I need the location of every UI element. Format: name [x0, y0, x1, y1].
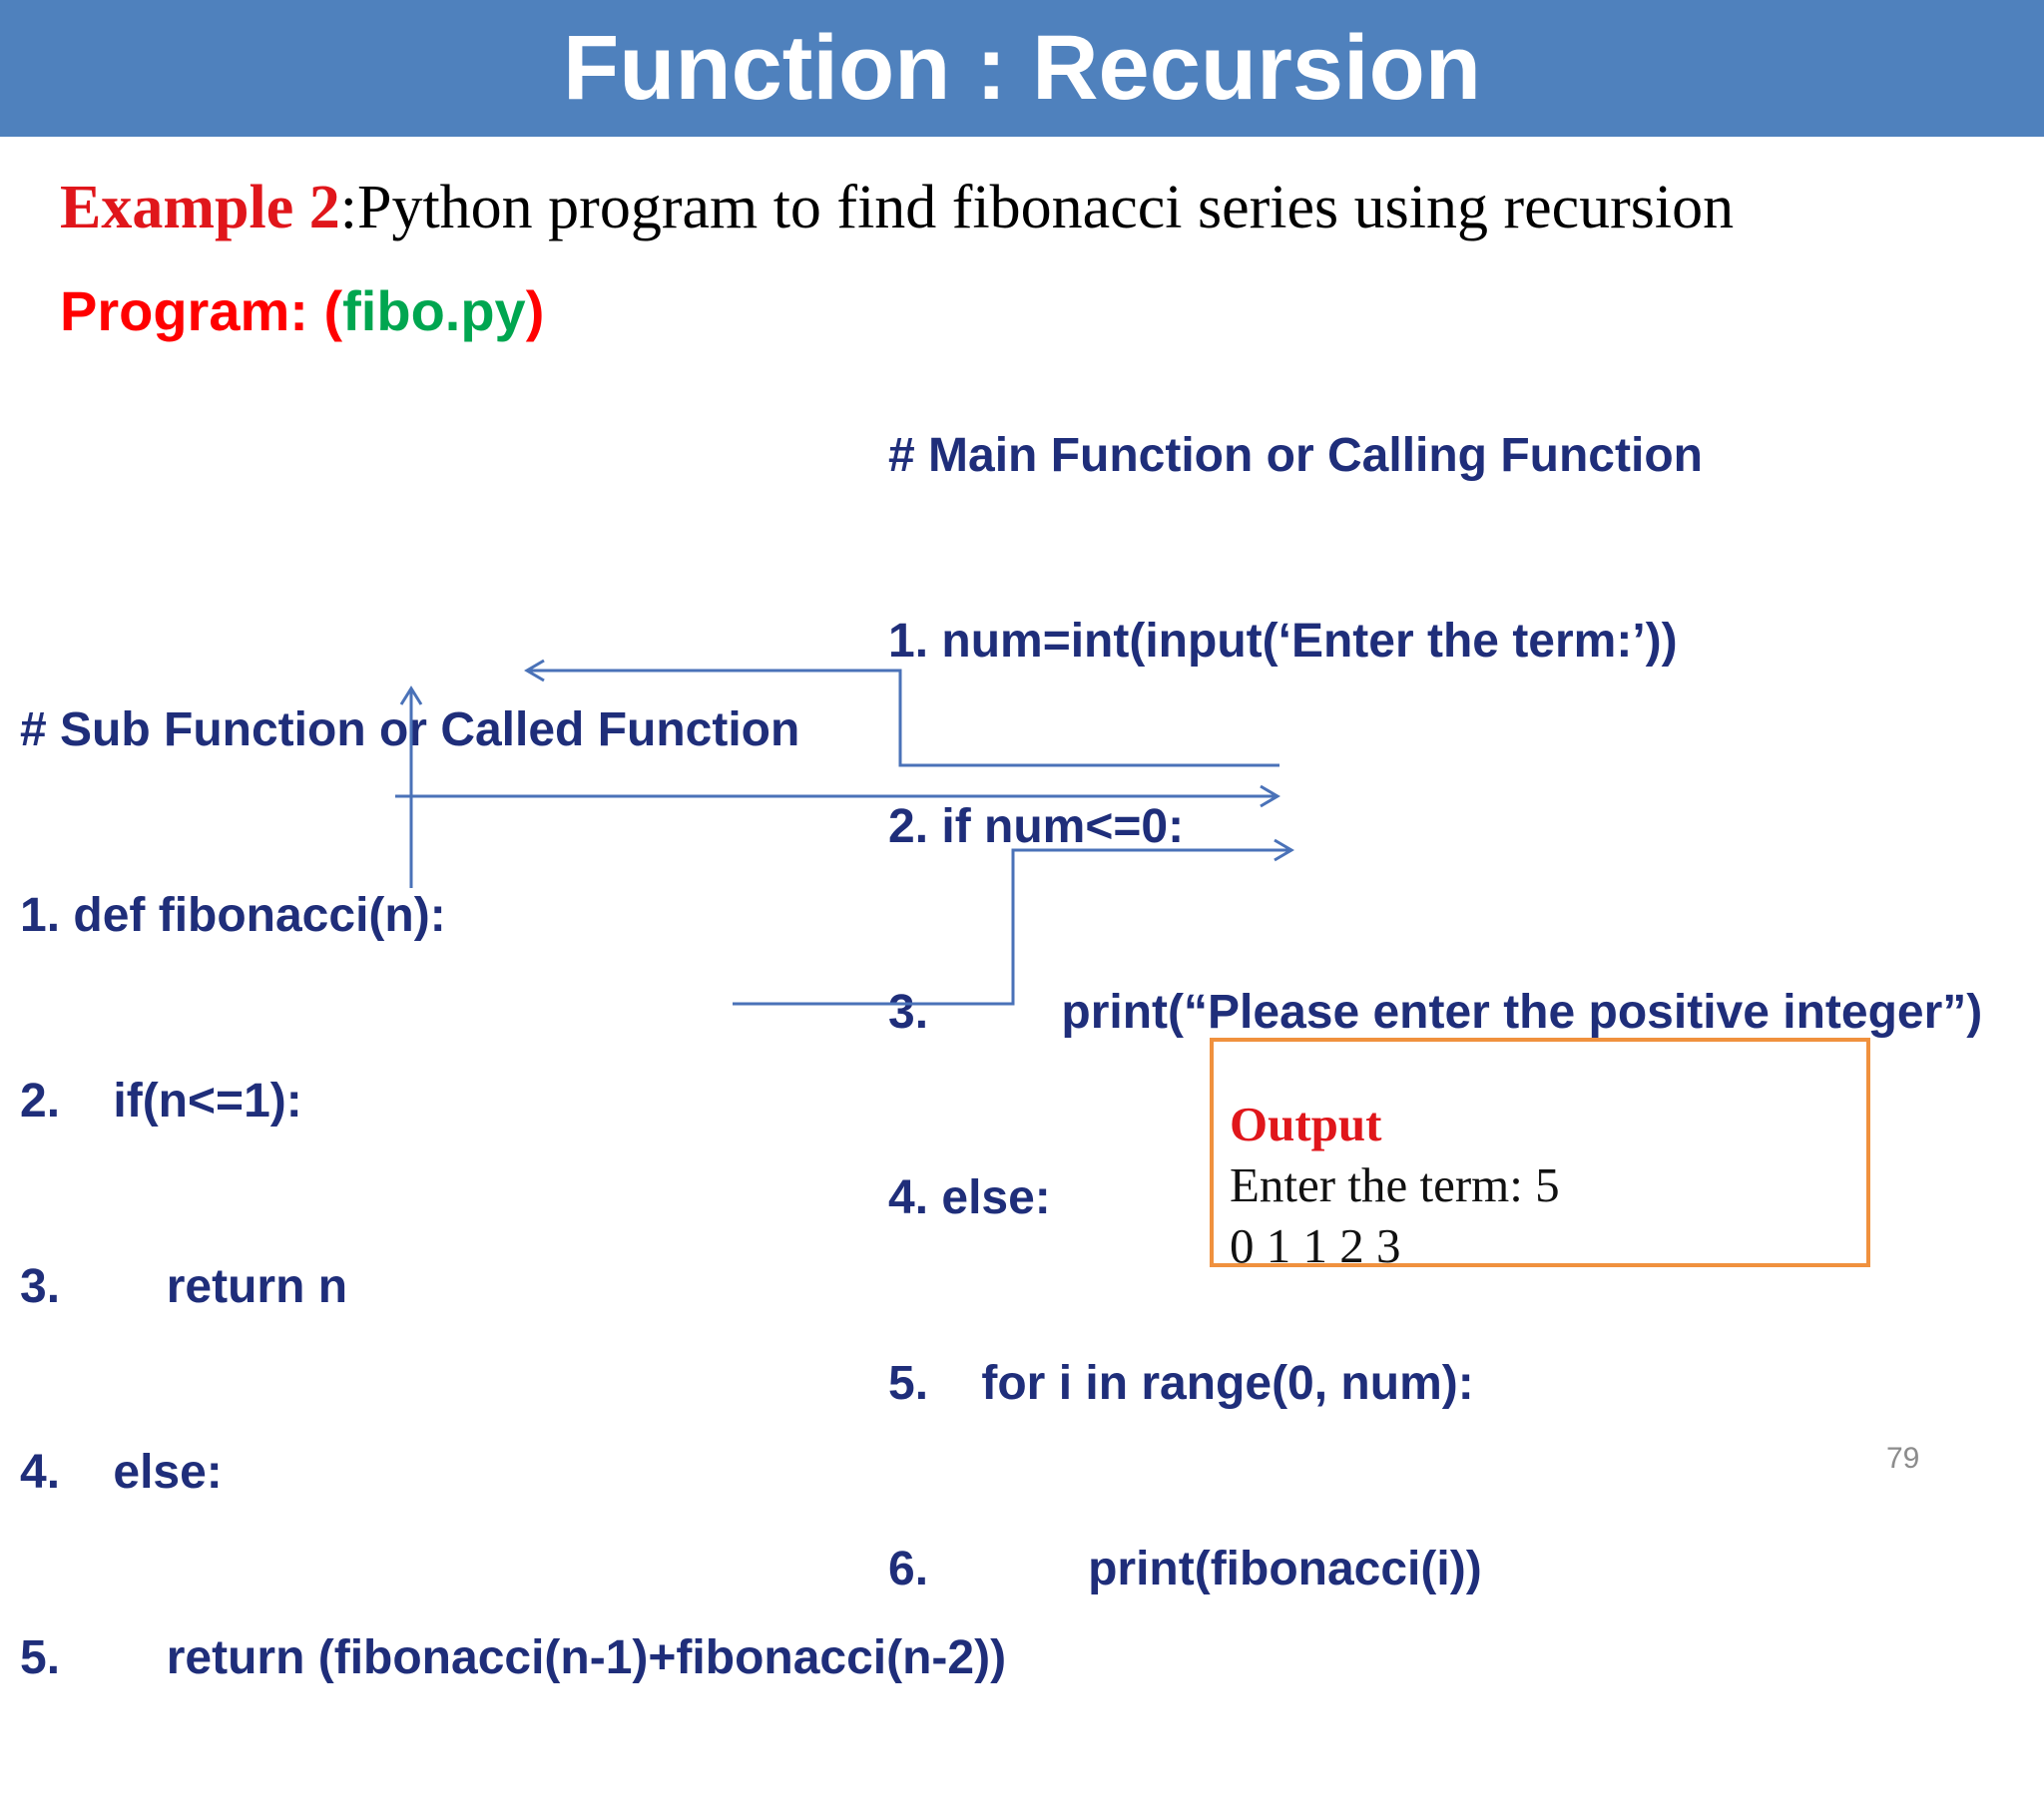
main-code-line: 3. print(“Please enter the positive inte… — [888, 986, 1983, 1039]
example-heading: Example 2:Python program to find fibonac… — [60, 168, 1734, 247]
return-sum-arrow — [733, 848, 1291, 1006]
program-close-paren: ) — [525, 279, 545, 342]
program-heading: Program: (fibo.py) — [60, 271, 544, 351]
main-code-line: 2. if num<=0: — [888, 800, 1185, 853]
page-number: 79 — [1886, 1442, 1920, 1475]
recursion-arrow-head — [399, 685, 423, 705]
example-text: :Python program to find fibonacci series… — [339, 174, 1735, 241]
main-function-heading: # Main Function or Calling Function — [888, 429, 1703, 482]
main-code-line: 4. else: — [888, 1171, 1051, 1224]
example-label: Example 2 — [60, 174, 340, 241]
sub-code-line: 2. if(n<=1): — [20, 1075, 302, 1128]
main-code-line: 5. for i in range(0, num): — [888, 1357, 1474, 1410]
sub-code-line: 4. else: — [20, 1446, 223, 1499]
call-arrow-head — [524, 659, 545, 682]
sub-code-line: 1. def fibonacci(n): — [20, 889, 446, 942]
main-code-line: 6. print(fibonacci(i)) — [888, 1543, 1482, 1595]
sub-function-heading: # Sub Function or Called Function — [20, 703, 800, 756]
output-line: 0 1 1 2 3 — [1230, 1218, 1401, 1273]
main-code-line: 1. num=int(input(‘Enter the term:’)) — [888, 615, 1678, 668]
slide-title: Function : Recursion — [563, 17, 1481, 119]
program-filename: fibo.py — [342, 279, 526, 342]
program-label: Program: ( — [60, 279, 343, 342]
return-arrow-head — [1260, 784, 1280, 808]
output-label: Output — [1230, 1097, 1382, 1151]
call-flow-arrows — [395, 659, 1294, 1006]
sub-code-line: 5. return (fibonacci(n-1)+fibonacci(n-2)… — [20, 1631, 1007, 1684]
call-arrow — [527, 669, 1279, 767]
title-bar — [0, 0, 2044, 137]
output-line: Enter the term: 5 — [1230, 1157, 1560, 1212]
output-box — [1210, 1038, 1870, 1267]
return-sum-arrow-head — [1274, 838, 1294, 862]
sub-code-line: 3. return n — [20, 1260, 348, 1313]
slide: Function : Recursion Example 2:Python pr… — [0, 0, 2044, 1684]
